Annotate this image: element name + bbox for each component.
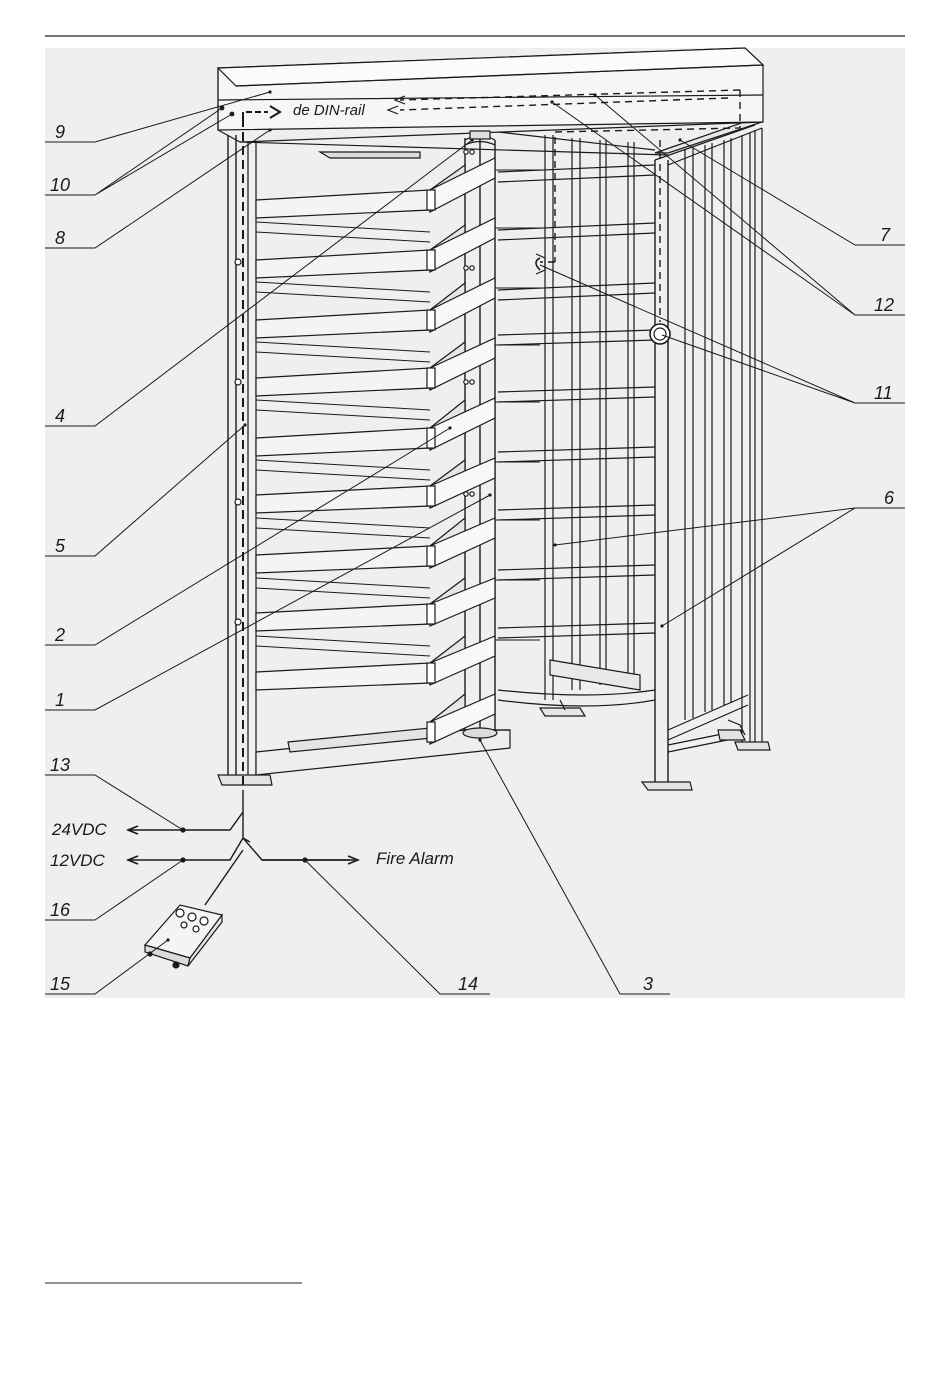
fire-alarm-label: Fire Alarm xyxy=(376,849,454,868)
power-24vdc-label: 24VDC xyxy=(51,820,108,839)
callout-11: 11 xyxy=(874,383,893,403)
din-rail-label: de DIN-rail xyxy=(293,102,365,119)
callout-6: 6 xyxy=(884,488,895,508)
callout-16: 16 xyxy=(50,900,71,920)
callout-12: 12 xyxy=(874,295,894,315)
callout-3: 3 xyxy=(643,974,653,994)
callout-14: 14 xyxy=(458,974,478,994)
callout-8: 8 xyxy=(55,228,65,248)
callout-10: 10 xyxy=(50,175,70,195)
power-12vdc-label: 12VDC xyxy=(50,851,106,870)
figure-background xyxy=(45,48,905,998)
callout-15: 15 xyxy=(50,974,71,994)
callout-5: 5 xyxy=(55,536,66,556)
callout-13: 13 xyxy=(50,755,70,775)
callout-7: 7 xyxy=(880,225,891,245)
callout-4: 4 xyxy=(55,406,65,426)
rotor-arms-front xyxy=(256,190,430,690)
callout-2: 2 xyxy=(54,625,65,645)
callout-1: 1 xyxy=(55,690,65,710)
callout-9: 9 xyxy=(55,122,65,142)
